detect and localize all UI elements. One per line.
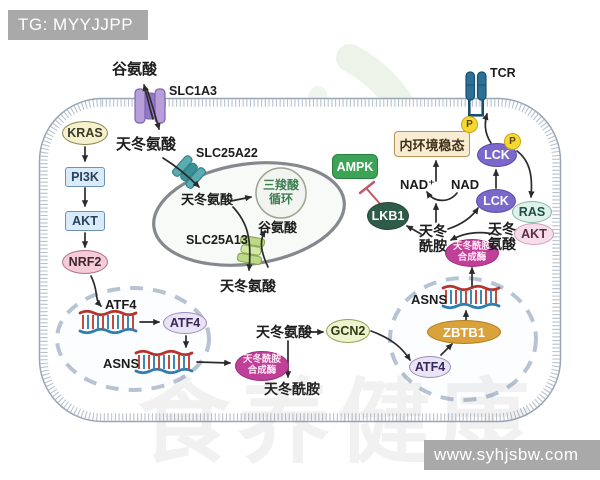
lkb1-node: LKB1 bbox=[367, 202, 409, 230]
slc25a13-label: SLC25A13 bbox=[186, 233, 248, 247]
asns-gene-label-right: ASNS bbox=[411, 292, 448, 307]
atf4-node-right: ATF4 bbox=[409, 356, 451, 378]
slc25a22-label: SLC25A22 bbox=[196, 146, 258, 160]
arrow-asn-lck bbox=[447, 207, 479, 230]
arrow-asp-tca bbox=[230, 195, 253, 202]
arrow-asnsgene-enzyme bbox=[196, 359, 232, 367]
arrow-glutamate-export bbox=[142, 83, 154, 120]
arrow-glu-import-mito bbox=[259, 230, 269, 268]
nad-label: NAD bbox=[451, 177, 480, 192]
ras-node: RAS bbox=[512, 201, 552, 223]
asns-enzyme-node-left: 天冬酰胺 合成酶 bbox=[235, 351, 289, 381]
ampk-node: AMPK bbox=[332, 154, 378, 179]
aspartate-label-right: 天冬 氨酸 bbox=[488, 221, 516, 253]
phospho-badge-lck: P bbox=[504, 133, 521, 150]
tcr-label: TCR bbox=[490, 66, 516, 80]
akt-node-left: AKT bbox=[65, 211, 105, 231]
arrow-asp-export-mito bbox=[232, 206, 253, 272]
tca-cycle-label: 三羧酸 循环 bbox=[262, 178, 299, 206]
arrow-nad-nadplus bbox=[426, 191, 458, 202]
phospho-badge-tcr: P bbox=[461, 116, 478, 133]
gcn2-node: GCN2 bbox=[326, 319, 370, 343]
asns-gene-label-left: ASNS bbox=[103, 356, 140, 371]
nrf2-node: NRF2 bbox=[62, 250, 108, 274]
arrow-lck-tcr bbox=[482, 112, 492, 144]
aspartate-label-mito: 天冬氨酸 bbox=[181, 192, 234, 207]
nad-plus-label: NAD⁺ bbox=[400, 177, 436, 192]
asns-dna-left bbox=[134, 349, 194, 375]
asns-dna-right bbox=[441, 284, 501, 310]
slc1a3-label: SLC1A3 bbox=[169, 84, 217, 98]
lck-node-lower: LCK bbox=[476, 189, 516, 213]
arrow-gcn2-atf4 bbox=[370, 330, 411, 361]
arrow-aspartate-import bbox=[146, 88, 161, 131]
arrow-asp-to-asn-right bbox=[450, 231, 499, 241]
akt-node-right: AKT bbox=[514, 223, 554, 245]
arrow-nrf2-atf4gene bbox=[90, 275, 102, 307]
glutamate-label-extracellular: 谷氨酸 bbox=[112, 61, 158, 78]
tcr-receptor bbox=[465, 71, 487, 117]
arrow-atf4-zbtb1 bbox=[440, 343, 453, 356]
atf4-dna bbox=[78, 309, 138, 335]
glutamate-label-mito: 谷氨酸 bbox=[258, 220, 298, 235]
asns-enzyme-node-right: 天冬酰胺 合成酶 bbox=[445, 239, 499, 267]
pathway-arrows bbox=[81, 83, 535, 379]
arrow-asp-into-mito bbox=[162, 157, 200, 188]
aspartate-label-cytosol-bottom: 天冬氨酸 bbox=[256, 324, 312, 340]
atf4-gene-label: ATF4 bbox=[105, 297, 137, 312]
aspartate-label-cytosol-top: 天冬氨酸 bbox=[116, 136, 177, 153]
watermark-url-bar: www.syhjsbw.com bbox=[424, 440, 600, 470]
asparagine-label-right: 天冬 酰胺 bbox=[419, 223, 447, 255]
arrow-asn-lkb1 bbox=[406, 225, 422, 235]
zbtb1-node: ZBTB1 bbox=[427, 320, 501, 344]
atf4-protein-node: ATF4 bbox=[163, 312, 207, 334]
pi3k-node: PI3K bbox=[65, 167, 105, 187]
slc25a22-transporter bbox=[171, 155, 207, 189]
kras-node: KRAS bbox=[62, 121, 108, 145]
tca-cycle-circle bbox=[255, 167, 307, 219]
top-left-tag: TG: MYYJJPP bbox=[8, 10, 148, 40]
homeostasis-box: 内环境稳态 bbox=[394, 131, 470, 157]
asparagine-label-bottom: 天冬酰胺 bbox=[264, 381, 320, 397]
aspartate-label-below-mito: 天冬氨酸 bbox=[220, 278, 276, 294]
arrow-lck-ras bbox=[516, 150, 535, 199]
